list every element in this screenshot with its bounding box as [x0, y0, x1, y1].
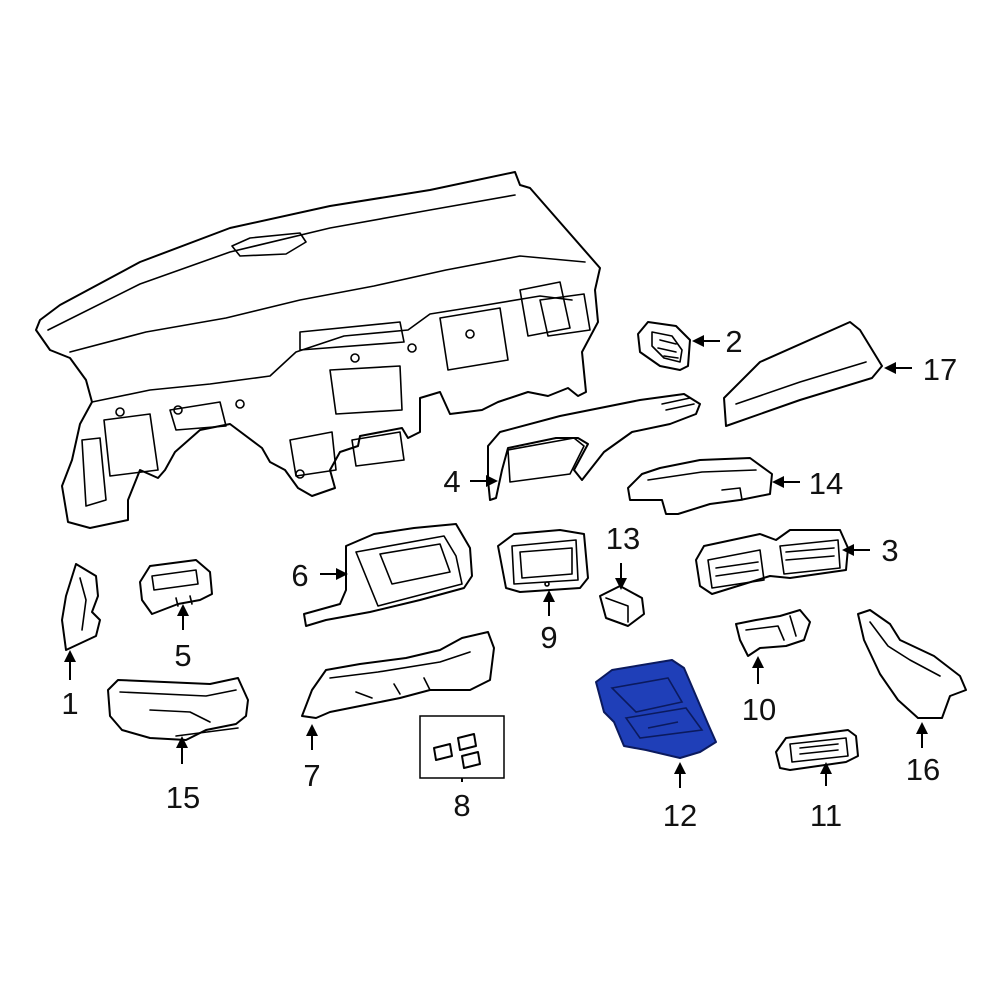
svg-text:16: 16 [906, 752, 940, 787]
part-6-cluster-hood [303, 523, 473, 627]
svg-text:14: 14 [809, 466, 843, 501]
callout-8[interactable]: 8 [453, 778, 471, 823]
callout-1[interactable]: 1 [61, 650, 79, 721]
svg-text:8: 8 [453, 788, 470, 823]
callout-16[interactable]: 16 [906, 722, 940, 787]
part-8-clip-set [419, 715, 505, 779]
part-2-air-vent [637, 321, 691, 371]
callout-7[interactable]: 7 [303, 724, 321, 793]
svg-text:12: 12 [663, 798, 697, 833]
part-13-module [599, 585, 645, 627]
svg-text:2: 2 [725, 324, 742, 359]
part-14-upper-cover [627, 457, 773, 515]
svg-text:1: 1 [61, 686, 78, 721]
callout-3[interactable]: 3 [842, 533, 899, 568]
svg-text:9: 9 [540, 620, 557, 655]
part-7-lower-bar [301, 631, 495, 719]
part-16-side-panel [857, 609, 967, 719]
part-12-console-box [595, 659, 717, 759]
part-9-display-bezel [497, 529, 589, 593]
callout-2[interactable]: 2 [692, 324, 743, 359]
svg-text:7: 7 [303, 758, 320, 793]
callout-15[interactable]: 15 [166, 736, 200, 815]
svg-text:3: 3 [881, 533, 898, 568]
callout-6[interactable]: 6 [291, 558, 348, 593]
svg-text:6: 6 [291, 558, 308, 593]
part-5-switch-bezel [139, 559, 213, 615]
svg-text:13: 13 [606, 521, 640, 556]
callout-11[interactable]: 11 [810, 762, 842, 833]
svg-text:4: 4 [443, 464, 460, 499]
svg-text:17: 17 [923, 352, 957, 387]
callout-4[interactable]: 4 [443, 464, 498, 499]
callout-9[interactable]: 9 [540, 590, 558, 655]
svg-text:10: 10 [742, 692, 776, 727]
part-17-dash-trim [723, 321, 883, 427]
svg-text:15: 15 [166, 780, 200, 815]
callout-5[interactable]: 5 [174, 604, 192, 673]
part-15-lower-box [107, 677, 249, 741]
callout-10[interactable]: 10 [742, 656, 776, 727]
part-3-center-vent [695, 529, 849, 595]
callout-12[interactable]: 12 [663, 762, 697, 833]
dashboard-frame [35, 171, 601, 529]
svg-text:5: 5 [174, 638, 191, 673]
callout-14[interactable]: 14 [772, 466, 843, 501]
callout-17[interactable]: 17 [884, 352, 957, 387]
part-1-side-panel [61, 563, 101, 651]
svg-text:11: 11 [810, 798, 842, 833]
callout-13[interactable]: 13 [606, 521, 640, 590]
part-11-vent-bezel [775, 729, 859, 771]
part-4-cluster-trim [487, 393, 701, 501]
part-10-bracket [735, 609, 811, 657]
